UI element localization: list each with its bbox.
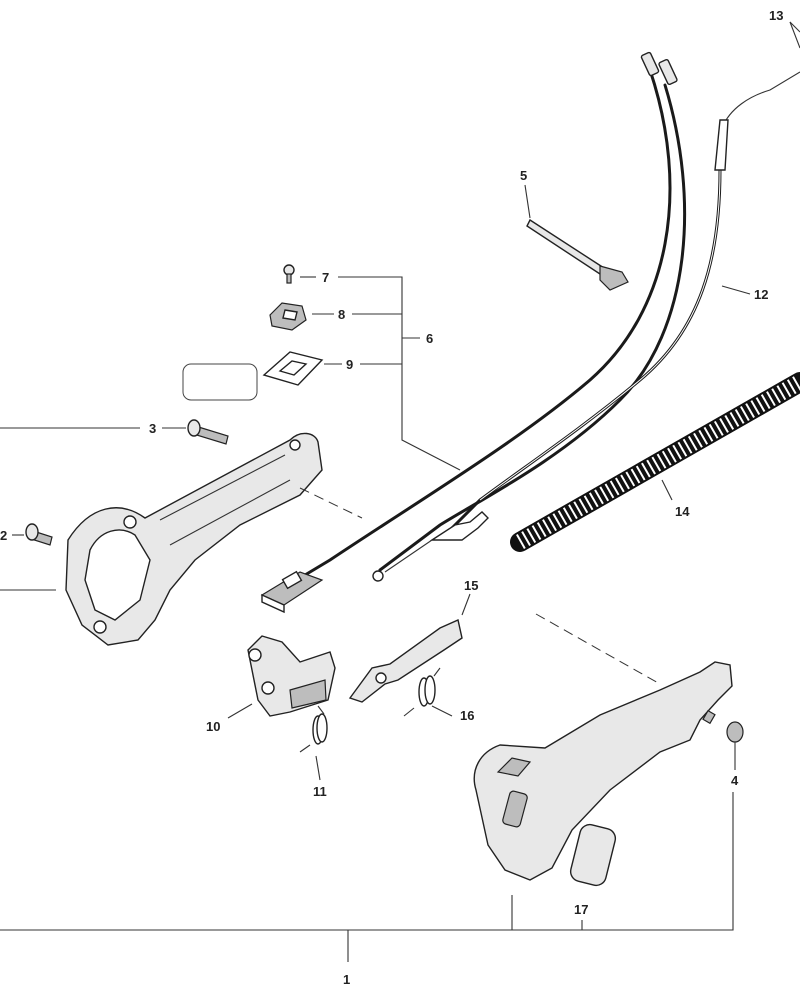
throttle-cable: [298, 51, 800, 582]
callout-1: 1: [343, 972, 350, 987]
nut-4: [726, 721, 744, 743]
throttle-trigger: [247, 635, 336, 717]
callout-3: 3: [149, 421, 156, 436]
spring-11: [299, 705, 328, 753]
cable-tie: [526, 218, 629, 291]
callout-14: 14: [675, 504, 690, 519]
callout-4: 4: [731, 773, 739, 788]
callout-12: 12: [754, 287, 768, 302]
gasket-9: [262, 351, 324, 386]
callout-labels: 1 2 3 4 5 6 7 8 9 10 11 12 13 14 15 16 1…: [0, 8, 783, 987]
leader-lines: [0, 21, 800, 962]
spring-16: [403, 667, 441, 717]
lockout-lever: [348, 619, 463, 703]
callout-9: 9: [346, 357, 353, 372]
callout-15: 15: [464, 578, 478, 593]
callout-11: 11: [313, 784, 327, 799]
screw-7: [283, 264, 295, 284]
callout-8: 8: [338, 307, 345, 322]
callout-5: 5: [520, 168, 527, 183]
callout-6: 6: [426, 331, 433, 346]
handle-right-half: [473, 661, 733, 881]
callout-10: 10: [206, 719, 220, 734]
handle-left-half: [65, 432, 323, 646]
callout-2: 2: [0, 528, 7, 543]
callout-13: 13: [769, 8, 783, 23]
callout-16: 16: [460, 708, 474, 723]
screw-3: [187, 419, 229, 445]
conduit-tube: [510, 372, 800, 552]
screw-2: [25, 523, 53, 546]
callout-7: 7: [322, 270, 329, 285]
callout-17: 17: [574, 902, 588, 917]
label-plate-outline: [182, 363, 258, 401]
stop-switch-connector: [260, 570, 324, 614]
nut-block-8: [269, 302, 307, 331]
grip-pad: [569, 823, 617, 887]
